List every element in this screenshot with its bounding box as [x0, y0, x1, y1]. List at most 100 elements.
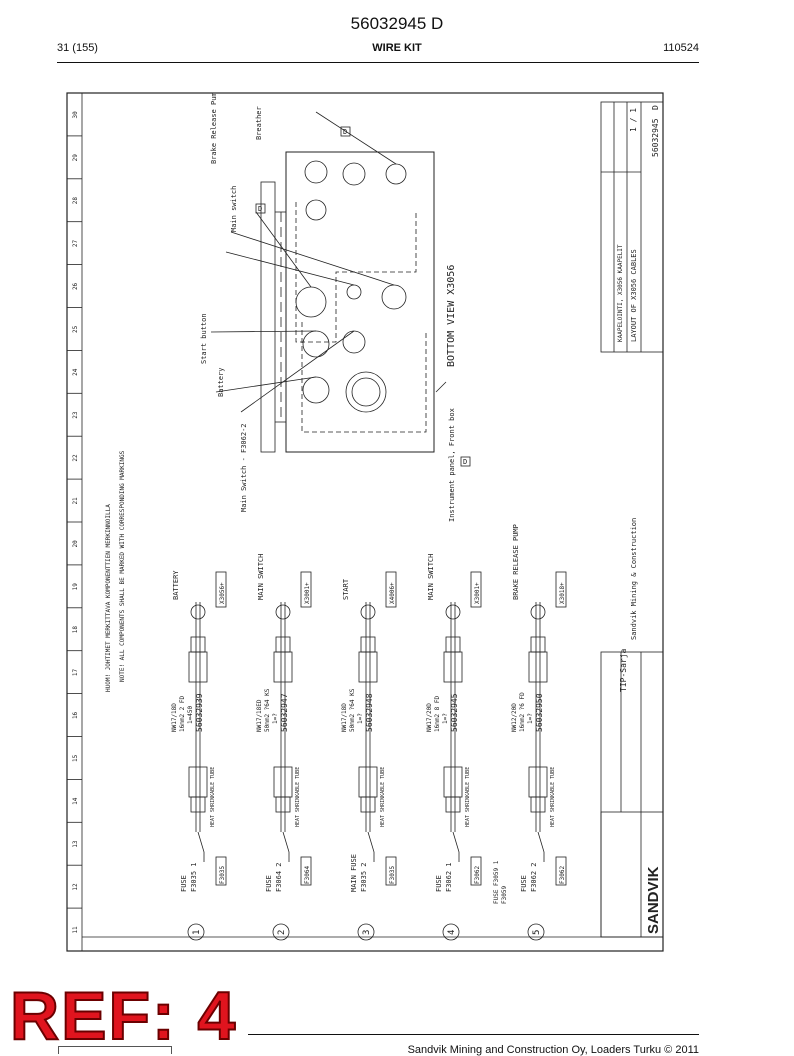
cable-length: 1=?: [527, 713, 534, 724]
cable-wire: NW17/18ED: [256, 699, 263, 732]
document-number: 56032945 D: [350, 14, 444, 33]
grid-number: 27: [72, 240, 79, 248]
cable-length: 1=?: [357, 713, 364, 724]
cable-wire: NW17/20D: [426, 703, 433, 732]
sandvik-logo: SANDVIK: [645, 866, 662, 934]
cable-length: 1=?: [442, 713, 449, 724]
drawing-title-en: LAYOUT OF X3056 CABLES: [630, 249, 638, 342]
fuse-f3059: FUSE F3059 1: [493, 860, 500, 904]
rev-marker: D: [343, 128, 347, 136]
cable-area: 50mm2 ?64 KS: [349, 688, 356, 732]
grid-number: 30: [72, 111, 79, 119]
cable-area: 50mm2 ?64 KS: [264, 688, 271, 732]
cable-length: 1=450: [187, 706, 194, 724]
label-instrument-panel: Instrument panel, Front box: [448, 408, 456, 522]
grid-number: 29: [72, 154, 79, 162]
cable-right-tag: X4006+: [389, 582, 396, 604]
grid-number: 14: [72, 797, 79, 805]
cable-wire: NW12/20D: [511, 703, 518, 732]
page-title: WIRE KIT: [372, 42, 422, 54]
grid-number: 17: [72, 669, 79, 677]
cable-fuse-tag: F3064: [304, 866, 311, 884]
grid-number: 21: [72, 497, 79, 505]
note-en: NOTE! ALL COMPONENTS SHALL BE MARKED WIT…: [119, 450, 126, 682]
grid-number: 25: [72, 325, 79, 333]
cable-left-label: MAIN FUSE: [350, 854, 358, 892]
label-brake-pump: Brake Release Pump: [210, 92, 218, 164]
heat-shrink-label: HEAT SHRINKABLE TUBE: [295, 767, 301, 827]
label-main-switch-f3062: Main Switch - F3062-2: [240, 423, 248, 512]
footer-copyright: Sandvik Mining and Construction Oy, Load…: [407, 1044, 699, 1056]
cable-fuse-tag: F3062: [559, 866, 566, 884]
grid-number: 24: [72, 368, 79, 376]
grid-number: 19: [72, 583, 79, 591]
cable-right-label: MAIN SWITCH: [427, 554, 435, 600]
cable-length: 1=?: [272, 713, 279, 724]
cable-fuse-tag: F3035: [389, 866, 396, 884]
cable-fuse: F3064 2: [275, 862, 283, 892]
cable-right-label: START: [342, 578, 350, 600]
page-indicator: 31 (155): [57, 42, 98, 54]
cable-right-label: BRAKE RELEASE PUMP: [512, 524, 520, 600]
cable-number: 4: [447, 930, 457, 935]
cable-area: 16mm2 ?6 FD: [519, 692, 526, 732]
cable-right-tag: X3001+: [304, 582, 311, 604]
cable-fuse: F3035 2: [360, 862, 368, 892]
grid-number: 26: [72, 282, 79, 290]
cable-fuse: F3062 2: [530, 862, 538, 892]
grid-number: 23: [72, 411, 79, 419]
cable-right-label: BATTERY: [172, 570, 180, 600]
cable-right-tag: X3018+: [559, 582, 566, 604]
sheet-number: 1 / 1: [629, 108, 638, 132]
label-main-switch: Main switch: [230, 186, 238, 232]
cable-number: 5: [532, 930, 542, 935]
document-date: 110524: [663, 42, 699, 54]
company-subtitle: Sandvik Mining & Construction: [630, 518, 638, 640]
drawing-title-fi: KAAPELOINTI, X3056 KAAPELIT: [617, 244, 624, 342]
cable-fuse-tag: F3062: [474, 866, 481, 884]
cable-number: 3: [362, 930, 372, 935]
cable-part-number: 56032948: [365, 693, 374, 732]
fuse-f3059-tag: F3059: [501, 886, 508, 904]
cable-part-number: 56032939: [195, 693, 204, 732]
grid-number: 11: [72, 926, 79, 934]
drawing-number: 56032945: [651, 118, 660, 157]
cable-left-label: FUSE: [265, 875, 273, 892]
grid-number: 22: [72, 454, 79, 462]
bottom-view-panel: [210, 111, 447, 453]
label-battery: Battery: [217, 367, 225, 397]
cable-area: 16mm2 2 FD: [179, 695, 186, 732]
cable-fuse: F3035 1: [190, 862, 198, 892]
cable-fuse: F3062 1: [445, 862, 453, 892]
label-breather: Breather: [255, 106, 263, 140]
rev-marker: D: [463, 458, 467, 466]
cable-number: 1: [192, 930, 202, 935]
cable-part-number: 56032950: [535, 693, 544, 732]
grid-number: 18: [72, 626, 79, 634]
series-name: TIP-Sarja: [619, 648, 628, 692]
bottom-view-title: BOTTOM VIEW X3056: [446, 265, 457, 367]
grid-number: 20: [72, 540, 79, 548]
cable-left-label: FUSE: [435, 875, 443, 892]
ref-stamp: REF: 4: [9, 978, 238, 1054]
label-start-button: Start button: [200, 313, 208, 364]
grid-number: 16: [72, 711, 79, 719]
footer-divider: [248, 1034, 699, 1035]
cable-wire: NW17/18D: [341, 703, 348, 732]
cable-part-number: 56032947: [280, 693, 289, 732]
cable-wire: NW17/18D: [171, 703, 178, 732]
drawing-revision: D: [651, 105, 660, 110]
heat-shrink-label: HEAT SHRINKABLE TUBE: [465, 767, 471, 827]
cable-left-label: FUSE: [180, 875, 188, 892]
heat-shrink-label: HEAT SHRINKABLE TUBE: [380, 767, 386, 827]
rev-marker: D: [258, 205, 262, 213]
cable-fuse-tag: F3035: [219, 866, 226, 884]
cable-right-label: MAIN SWITCH: [257, 554, 265, 600]
heat-shrink-label: HEAT SHRINKABLE TUBE: [210, 767, 216, 827]
cable-area: 16mm2 8 FD: [434, 695, 441, 732]
grid-number: 28: [72, 197, 79, 205]
